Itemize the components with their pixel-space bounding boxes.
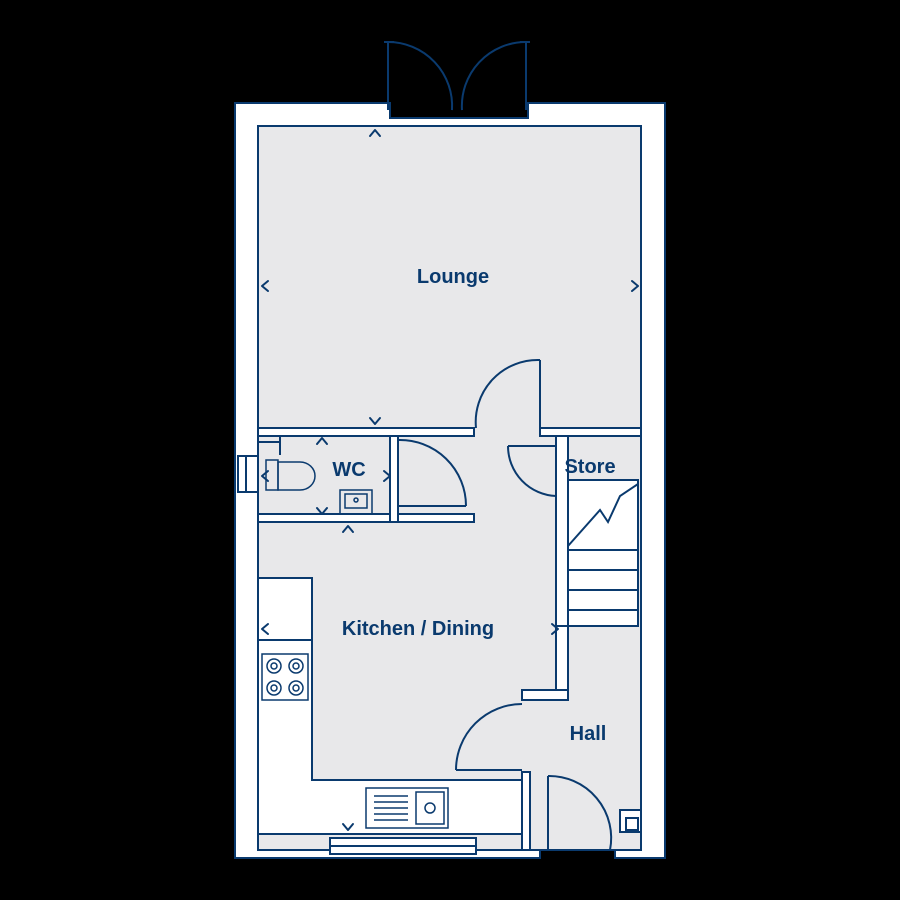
- dimension-arrow-left: [261, 280, 269, 292]
- hall-lower-wall: [521, 771, 531, 851]
- room-label-wc: WC: [332, 459, 365, 481]
- dimension-arrow-left: [261, 470, 269, 482]
- wc-right-wall: [389, 435, 399, 523]
- wc-door-swing: [397, 438, 467, 507]
- sink-icon: [365, 787, 449, 829]
- room-label-lounge: Lounge: [417, 266, 489, 288]
- room-label-store: Store: [564, 456, 615, 478]
- hob-icon: [261, 653, 309, 701]
- kitchen-hall-wall-foot: [521, 689, 569, 701]
- wc-window: [237, 455, 259, 493]
- toilet-icon: [265, 459, 316, 491]
- dimension-arrow-down: [342, 823, 354, 831]
- french-doors: [384, 40, 530, 111]
- dimension-arrow-right: [383, 470, 391, 482]
- basin-icon: [339, 489, 373, 515]
- dimension-arrow-right: [551, 623, 559, 635]
- store-door-swing: [506, 445, 557, 497]
- dimension-arrow-down: [316, 507, 328, 515]
- staircase: [567, 479, 639, 627]
- kitchen-worktop: [257, 577, 523, 835]
- room-label-hall: Hall: [570, 723, 607, 745]
- kitchen-hall-wall: [555, 625, 569, 701]
- dimension-arrow-up: [369, 129, 381, 137]
- dimension-arrow-up: [342, 525, 354, 533]
- lounge-wall-left: [257, 427, 475, 437]
- lounge-door-swing: [474, 358, 541, 429]
- wc-bottom-wall: [257, 513, 475, 523]
- dimension-arrow-right: [631, 280, 639, 292]
- dimension-arrow-left: [261, 623, 269, 635]
- kitchen-door-swing: [455, 703, 523, 771]
- hall-meter-box: [625, 817, 639, 831]
- front-door-swing: [547, 774, 613, 851]
- lounge-wall-right: [539, 427, 642, 437]
- dimension-arrow-down: [369, 417, 381, 425]
- dimension-arrow-up: [316, 437, 328, 445]
- room-label-kitchen-dining: Kitchen / Dining: [342, 618, 494, 640]
